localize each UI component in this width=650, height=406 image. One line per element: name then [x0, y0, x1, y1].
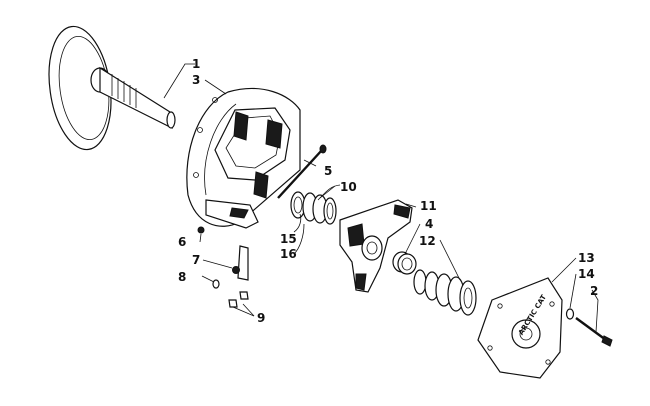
callout-labels: 1 3 5 10 11 4 12 6 15 16 7 8 9 13 14 2	[178, 57, 598, 325]
callout-9: 9	[257, 311, 265, 325]
callout-10: 10	[340, 180, 357, 194]
callout-8: 8	[178, 270, 186, 284]
callout-11: 11	[420, 199, 437, 213]
bushing	[392, 251, 417, 275]
callout-15: 15	[280, 232, 297, 246]
callout-4: 4	[425, 217, 433, 231]
compression-spring	[413, 269, 477, 316]
spider-cover	[339, 199, 413, 293]
callout-1: 1	[192, 57, 200, 71]
movable-sheave	[186, 87, 301, 229]
callout-6: 6	[178, 235, 186, 249]
cap-screw	[277, 144, 327, 199]
callout-16: 16	[280, 247, 297, 261]
callout-5: 5	[324, 164, 332, 178]
callout-3: 3	[192, 73, 200, 87]
leader-lines	[163, 63, 599, 333]
spring-washers	[290, 191, 337, 225]
callout-2: 2	[590, 284, 598, 298]
cover-plate: ARCTIC CAT	[477, 277, 563, 379]
callout-14: 14	[578, 267, 595, 281]
callout-13: 13	[578, 251, 595, 265]
washer-and-bolt	[565, 308, 613, 347]
fixed-sheave-shaft	[48, 25, 176, 151]
callout-7: 7	[192, 253, 200, 267]
small-hardware	[197, 226, 249, 308]
callout-12: 12	[419, 234, 436, 248]
